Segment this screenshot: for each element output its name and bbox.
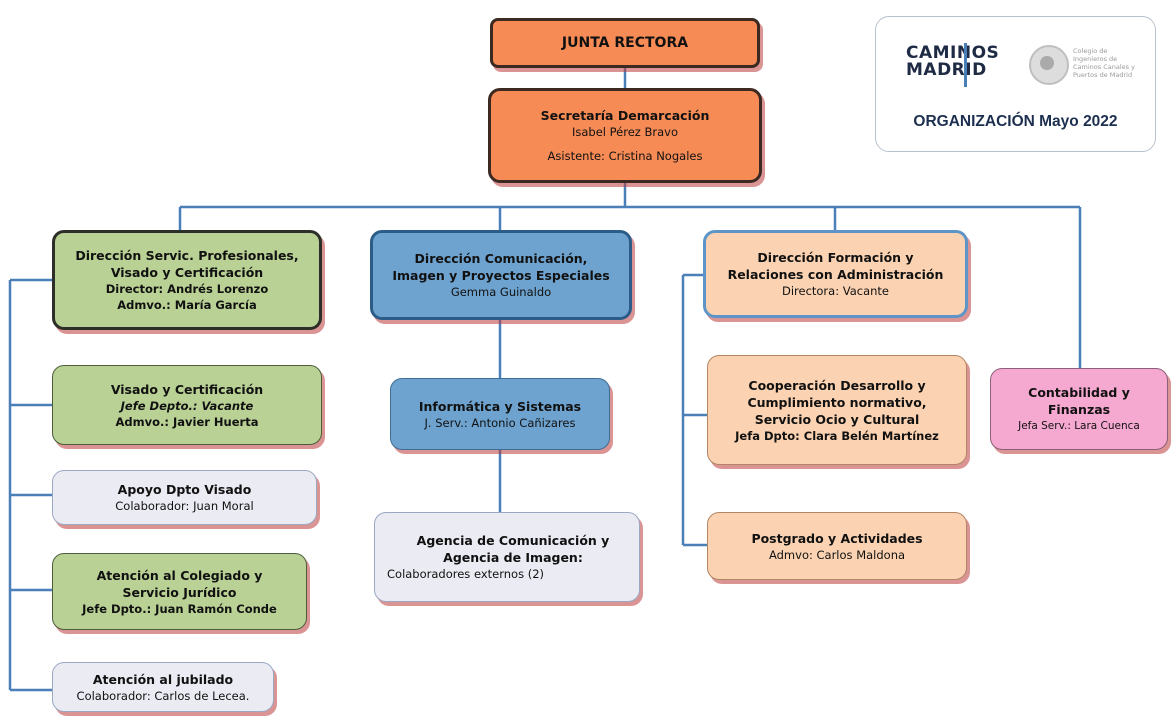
- node-collaborator: Colaborador: Carlos de Lecea.: [76, 688, 250, 703]
- node-director: Directora: Vacante: [781, 284, 890, 298]
- node-jefe: Jefa Dpto: Clara Belén Martínez: [735, 428, 939, 443]
- node-title-1: Cooperación Desarrollo y: [748, 377, 926, 393]
- node-secretaria: Secretaría Demarcación Isabel Pérez Brav…: [488, 88, 762, 183]
- node-title-2: Finanzas: [1047, 402, 1111, 417]
- node-direccion-formacion: Dirección Formación y Relaciones con Adm…: [703, 230, 968, 318]
- node-director: Director: Andrés Lorenzo: [105, 282, 269, 296]
- node-visado: Visado y Certificación Jefe Depto.: Vaca…: [52, 365, 322, 445]
- node-direccion-servicios: Dirección Servic. Profesionales, Visado …: [52, 230, 322, 330]
- node-agencia: Agencia de Comunicación y Agencia de Ima…: [374, 512, 640, 602]
- organization-date-label: ORGANIZACIÓN Mayo 2022: [913, 113, 1118, 130]
- node-apoyo-visado: Apoyo Dpto Visado Colaborador: Juan Mora…: [52, 470, 317, 525]
- node-person: Gemma Guinaldo: [450, 285, 552, 299]
- node-title-1: Dirección Servic. Profesionales,: [75, 248, 299, 263]
- node-title: Atención al jubilado: [92, 671, 234, 687]
- node-title: Secretaría Demarcación: [540, 108, 710, 123]
- node-title: Apoyo Dpto Visado: [117, 482, 252, 497]
- node-title-1: Dirección Comunicación,: [414, 251, 588, 266]
- node-assistant: Asistente: Cristina Nogales: [547, 149, 703, 163]
- node-title-2: Agencia de Imagen:: [443, 550, 583, 565]
- logo-line-1: CAMINOS: [906, 43, 1000, 63]
- node-person: Isabel Pérez Bravo: [571, 125, 678, 139]
- caminos-madrid-logo: CAMINOS MADRID: [906, 45, 999, 79]
- node-collaborator: Colaborador: Juan Moral: [115, 499, 254, 513]
- node-jefe: J. Serv.: Antonio Cañizares: [424, 415, 576, 430]
- node-collaborator: Colaboradores externos (2): [387, 567, 545, 581]
- node-atencion-colegiado: Atención al Colegiado y Servicio Jurídic…: [52, 553, 307, 630]
- node-admin: Admvo: Carlos Maldona: [768, 547, 906, 562]
- node-title-1: Agencia de Comunicación y: [416, 533, 610, 548]
- node-title-3: Servicio Ocio y Cultural: [754, 411, 920, 427]
- logo-card: CAMINOS MADRID Colegio de Ingenieros de …: [875, 16, 1156, 152]
- node-junta-rectora: JUNTA RECTORA: [490, 18, 760, 68]
- college-seal-icon: [1029, 45, 1069, 85]
- node-atencion-jubilado: Atención al jubilado Colaborador: Carlos…: [52, 662, 274, 712]
- node-cooperacion: Cooperación Desarrollo y Cumplimiento no…: [707, 355, 967, 465]
- node-informatica: Informática y Sistemas J. Serv.: Antonio…: [390, 378, 610, 450]
- node-postgrado: Postgrado y Actividades Admvo: Carlos Ma…: [707, 512, 967, 580]
- logo-accent-bar: [964, 43, 967, 87]
- node-title-2: Relaciones con Administración: [727, 267, 944, 282]
- node-title-2: Servicio Jurídico: [122, 584, 237, 600]
- node-jefe: Jefe Depto.: Vacante: [120, 398, 254, 413]
- node-title-2: Imagen y Proyectos Especiales: [392, 268, 610, 283]
- node-title: Informática y Sistemas: [418, 398, 582, 414]
- node-title: Visado y Certificación: [110, 381, 264, 397]
- node-title: Postgrado y Actividades: [751, 530, 923, 546]
- node-contabilidad: Contabilidad y Finanzas Jefa Serv.: Lara…: [990, 368, 1168, 450]
- node-title-2: Cumplimiento normativo,: [747, 394, 927, 410]
- node-direccion-comunicacion: Dirección Comunicación, Imagen y Proyect…: [370, 230, 632, 320]
- node-title-1: Contabilidad y: [1028, 385, 1130, 400]
- node-title: JUNTA RECTORA: [561, 34, 689, 51]
- node-admin: Admvo.: María García: [117, 298, 257, 312]
- node-admin: Admvo.: Javier Huerta: [115, 414, 259, 429]
- node-title-1: Dirección Formación y: [757, 250, 914, 265]
- node-jefe: Jefe Dpto.: Juan Ramón Conde: [82, 601, 277, 616]
- college-name: Colegio de Ingenieros de Caminos Canales…: [1073, 47, 1135, 79]
- node-title-2: Visado y Certificación: [110, 265, 264, 280]
- node-jefe: Jefa Serv.: Lara Cuenca: [1018, 420, 1140, 432]
- logo-line-2: MADRID: [906, 60, 987, 80]
- node-title-1: Atención al Colegiado y: [96, 567, 263, 583]
